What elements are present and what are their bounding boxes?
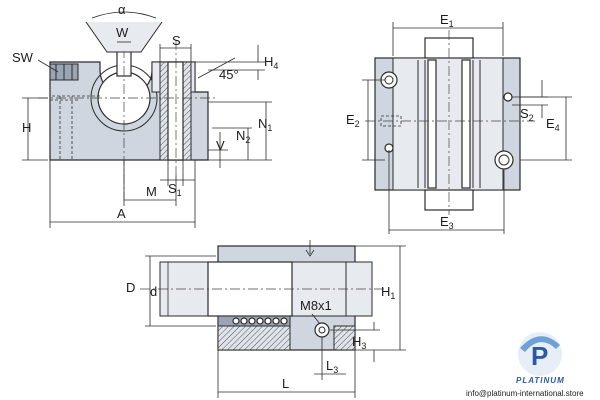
logo-letter: P: [531, 341, 548, 371]
alpha-wedge: [85, 21, 163, 53]
logo-arc: [520, 336, 560, 352]
side-view: D d M8x1 H1 H3 L3 L: [126, 240, 406, 398]
top-hole-2: [494, 150, 514, 170]
front-bolt-hatch-right: [182, 61, 192, 161]
platinum-logo: P PLATINUM: [516, 332, 565, 385]
brand-email: info@platinum-international.store: [466, 389, 584, 398]
side-grease-hole: [314, 322, 330, 338]
top-hole-4: [503, 92, 513, 102]
l-label: L: [282, 376, 289, 391]
h3-label: H3: [352, 334, 366, 351]
e4-label: E4: [546, 116, 560, 133]
h4-label: H4: [264, 54, 278, 71]
e3-label: E3: [440, 214, 454, 231]
brand-name: PLATINUM: [516, 376, 565, 385]
top-inner-face: [392, 57, 504, 191]
top-slot-left: [427, 59, 437, 189]
alpha-label: α: [118, 2, 126, 17]
angle-45-label: 45°: [219, 67, 239, 82]
e2-label: E2: [346, 112, 360, 129]
front-bolt-hole: [167, 61, 184, 161]
s2-label: S2: [520, 106, 534, 123]
top-view: E1 E2 S2 E4 E3: [346, 12, 572, 234]
n2-label: N2: [236, 128, 250, 145]
thread-label: M8x1: [300, 298, 332, 313]
l3-label: L3: [326, 358, 338, 375]
a-label: A: [117, 206, 126, 221]
h1-label: H1: [381, 284, 395, 301]
w-label: W: [116, 25, 129, 40]
side-balls: [232, 317, 288, 325]
m-label: M: [146, 184, 157, 199]
s1-label: S1: [168, 181, 182, 198]
d-outer-label: D: [126, 280, 135, 295]
side-hatch-right: [333, 325, 356, 351]
sw-label: SW: [12, 50, 34, 65]
e1-label: E1: [440, 12, 454, 29]
front-bolt-hatch-left: [159, 61, 169, 161]
side-hatch-left: [217, 325, 291, 351]
top-slot-right: [461, 59, 471, 189]
h-label: H: [22, 120, 31, 135]
s-label: S: [172, 33, 181, 48]
v-label: V: [216, 138, 225, 153]
n1-label: N1: [258, 116, 272, 133]
d-inner-label: d: [150, 284, 157, 299]
front-view: α W S SW H4 45° H N1 N2: [12, 2, 278, 228]
